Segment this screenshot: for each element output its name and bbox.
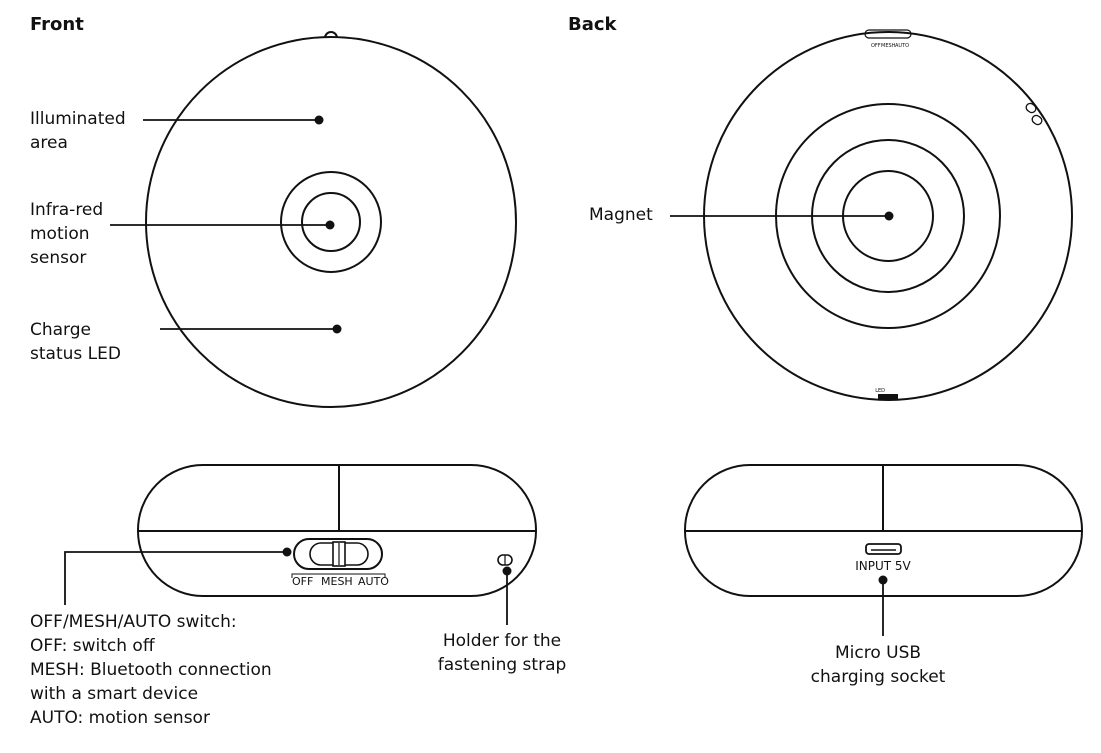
switch-mark-auto: AUTO [358,575,389,588]
strap-holder-upper [1025,102,1037,114]
label-charge-led: Charge status LED [30,320,121,364]
port-label: INPUT 5V [855,559,911,573]
back-mark-off: OFF [871,43,881,49]
switch-description: OFF/MESH/AUTO switch: OFF: switch off ME… [30,612,272,728]
back-mark-mesh: MESH [881,43,896,49]
label-strap-holder: Holder for the fastening strap [437,631,567,675]
label-infrared-sensor: Infra-red motion sensor [30,200,104,268]
back-switch-outline [864,29,912,39]
svg-text:LED: LED [875,388,885,394]
back-title: Back [568,14,617,35]
switch-mark-off: OFF [292,575,313,588]
strap-holder-lower [1031,114,1043,126]
back-led-marker [878,394,898,399]
label-illuminated-area: Illuminated area [30,109,126,153]
sensor-inner-ring [301,192,361,252]
front-title: Front [30,14,84,35]
switch-mark-mesh: MESH [321,575,353,588]
sensor-outer-ring [280,171,382,273]
front-body-outline [145,36,517,408]
back-mark-auto: AUTO [895,43,909,49]
mode-switch-housing [293,538,383,570]
label-micro-usb: Micro USB charging socket [810,643,946,687]
switch-mark-bracket [291,573,386,578]
label-magnet: Magnet [589,205,653,225]
leader-switch [64,551,287,605]
micro-usb-port [865,543,902,555]
